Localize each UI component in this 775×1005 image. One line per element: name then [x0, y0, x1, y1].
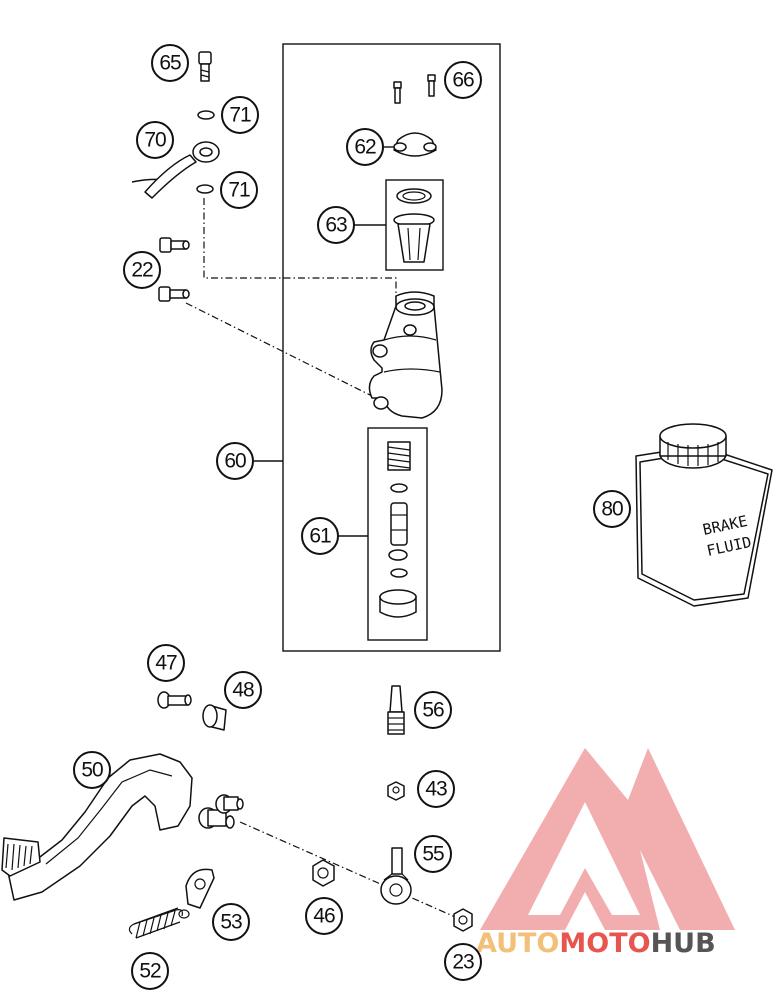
svg-text:52: 52	[139, 960, 161, 983]
svg-text:47: 47	[155, 652, 177, 675]
callout-47: 47	[147, 644, 185, 682]
callout-56: 56	[414, 691, 452, 729]
callout-61: 61	[301, 517, 339, 555]
watermark-auto: AUTO	[476, 928, 559, 959]
watermark-moto: MOTO	[559, 928, 650, 959]
callout-66: 66	[444, 61, 482, 99]
hex-nut-small	[387, 781, 405, 801]
callout-46: 46	[305, 897, 343, 935]
callout-23: 23	[444, 943, 482, 981]
return-spring	[128, 907, 190, 939]
reservoir-insert	[393, 188, 435, 263]
align-line-hose	[203, 198, 397, 306]
svg-text:70: 70	[144, 129, 166, 152]
callout-60: 60	[216, 442, 254, 480]
svg-text:65: 65	[159, 52, 181, 75]
svg-text:48: 48	[232, 679, 254, 702]
piston-kit	[379, 441, 417, 618]
callout-71-bottom: 71	[220, 171, 258, 209]
svg-text:61: 61	[309, 525, 331, 548]
callout-70: 70	[136, 121, 174, 159]
svg-text:46: 46	[313, 905, 335, 928]
cover-screws	[393, 74, 436, 104]
lock-nut	[453, 908, 473, 932]
svg-text:63: 63	[325, 214, 347, 237]
piston-kit-frame	[367, 427, 428, 641]
svg-text:23: 23	[452, 951, 474, 974]
spring-bracket	[185, 868, 215, 909]
svg-text:50: 50	[81, 759, 103, 782]
callout-43: 43	[417, 770, 455, 808]
svg-text:60: 60	[224, 450, 246, 473]
sealing-washer-bottom	[196, 184, 214, 194]
callout-53: 53	[212, 903, 250, 941]
bleed-screw	[387, 685, 405, 735]
svg-text:71: 71	[229, 104, 251, 127]
callout-65: 65	[151, 44, 189, 82]
push-rod-clevis	[380, 847, 412, 905]
watermark-hub: HUB	[651, 928, 716, 959]
align-line-bolt	[185, 302, 373, 397]
callout-80: 80	[593, 490, 631, 528]
master-cylinder-frame	[282, 43, 501, 652]
watermark-triangle	[480, 748, 735, 930]
banjo-bolt	[198, 51, 212, 82]
svg-text:22: 22	[131, 259, 153, 282]
callout-48: 48	[224, 671, 262, 709]
mounting-bolts	[158, 237, 190, 302]
svg-text:71: 71	[228, 179, 250, 202]
svg-text:66: 66	[452, 69, 474, 92]
callout-50: 50	[73, 751, 111, 789]
svg-text:AUTOMOTOHUB: AUTOMOTOHUB	[476, 928, 716, 959]
reservoir-cover	[393, 132, 437, 157]
watermark-logo: AUTOMOTOHUB	[476, 748, 735, 959]
svg-text:62: 62	[354, 136, 376, 159]
hex-nut-pedal	[312, 859, 335, 887]
callout-52: 52	[131, 952, 169, 990]
callout-63: 63	[317, 206, 355, 244]
brake-hose	[131, 141, 220, 199]
callout-62: 62	[346, 128, 384, 166]
sealing-washer-top	[197, 110, 215, 120]
svg-text:80: 80	[601, 498, 623, 521]
callout-71-top: 71	[221, 96, 259, 134]
pedal-pivot-bolt	[157, 691, 192, 709]
callout-55: 55	[414, 835, 452, 873]
callout-22: 22	[123, 251, 161, 289]
master-cylinder-body	[368, 291, 443, 419]
svg-text:53: 53	[220, 911, 242, 934]
pivot-bushing	[202, 704, 227, 731]
brake-pedal	[1, 753, 244, 901]
align-line-axle	[239, 821, 463, 921]
svg-text:56: 56	[422, 699, 444, 722]
svg-text:55: 55	[422, 843, 444, 866]
svg-text:43: 43	[425, 778, 447, 801]
brake-fluid-bottle: BRAKE FLUID	[635, 423, 773, 607]
